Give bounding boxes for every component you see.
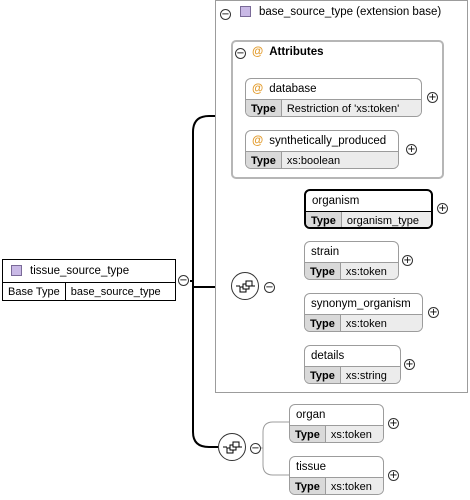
base-type-row: Base Type base_source_type bbox=[3, 282, 175, 301]
sequence-compositor-icon[interactable] bbox=[218, 433, 246, 461]
type-key: Type bbox=[306, 212, 342, 227]
extension-header: base_source_type (extension base) bbox=[240, 6, 441, 18]
type-key: Type bbox=[290, 478, 326, 494]
attribute-icon: @ bbox=[252, 135, 264, 147]
type-value: xs:token bbox=[325, 426, 383, 442]
element-name: organ bbox=[296, 409, 326, 421]
type-value: xs:boolean bbox=[281, 152, 398, 168]
attributes-title: Attributes bbox=[269, 46, 324, 58]
type-value: xs:token bbox=[325, 478, 383, 494]
base-type-value: base_source_type bbox=[70, 286, 161, 298]
attribute-icon: @ bbox=[252, 46, 264, 58]
type-key: Type bbox=[305, 263, 341, 279]
element-name: strain bbox=[311, 246, 340, 258]
element-name: organism bbox=[312, 195, 360, 207]
type-value: xs:token bbox=[340, 263, 398, 279]
connector-main-vertical bbox=[192, 132, 218, 448]
minus-circle-icon[interactable]: − bbox=[178, 275, 189, 286]
plus-circle-icon[interactable]: + bbox=[437, 203, 448, 214]
minus-circle-icon[interactable]: − bbox=[235, 48, 246, 59]
complex-type-icon bbox=[11, 265, 22, 276]
element-name: details bbox=[311, 350, 345, 362]
plus-circle-icon[interactable]: + bbox=[428, 307, 439, 318]
minus-circle-icon[interactable]: − bbox=[250, 443, 261, 454]
attribute-icon: @ bbox=[252, 83, 264, 95]
type-value: xs:string bbox=[340, 367, 400, 383]
root-element-tissue-source-type[interactable]: tissue_source_type Base Type base_source_… bbox=[2, 259, 176, 301]
plus-circle-icon[interactable]: + bbox=[402, 255, 413, 266]
plus-circle-icon[interactable]: + bbox=[388, 418, 399, 429]
connector-extension bbox=[192, 115, 232, 133]
attributes-header: @ Attributes bbox=[252, 46, 324, 58]
type-value: Restriction of 'xs:token' bbox=[281, 100, 421, 116]
minus-circle-icon[interactable]: − bbox=[220, 9, 231, 20]
element-name: synonym_organism bbox=[311, 298, 411, 310]
type-key: Type bbox=[246, 152, 282, 168]
type-value: organism_type bbox=[341, 212, 431, 227]
sequence-compositor-icon[interactable] bbox=[231, 272, 259, 300]
plus-circle-icon[interactable]: + bbox=[388, 470, 399, 481]
complex-type-icon bbox=[240, 6, 251, 17]
plus-circle-icon[interactable]: + bbox=[427, 92, 438, 103]
attribute-name: database bbox=[269, 83, 317, 95]
base-type-key: Base Type bbox=[3, 283, 66, 301]
root-name: tissue_source_type bbox=[30, 265, 130, 277]
plus-circle-icon[interactable]: + bbox=[406, 144, 417, 155]
plus-circle-icon[interactable]: + bbox=[404, 359, 415, 370]
minus-circle-icon[interactable]: − bbox=[264, 282, 275, 293]
type-value: xs:token bbox=[340, 315, 422, 331]
extension-title: base_source_type (extension base) bbox=[259, 6, 442, 18]
type-key: Type bbox=[290, 426, 326, 442]
element-name: tissue bbox=[296, 461, 327, 473]
attribute-name: synthetically_produced bbox=[269, 135, 387, 147]
connector-tissue bbox=[262, 448, 289, 476]
type-key: Type bbox=[246, 100, 282, 116]
type-key: Type bbox=[305, 367, 341, 383]
connector-organ bbox=[260, 421, 289, 449]
type-key: Type bbox=[305, 315, 341, 331]
